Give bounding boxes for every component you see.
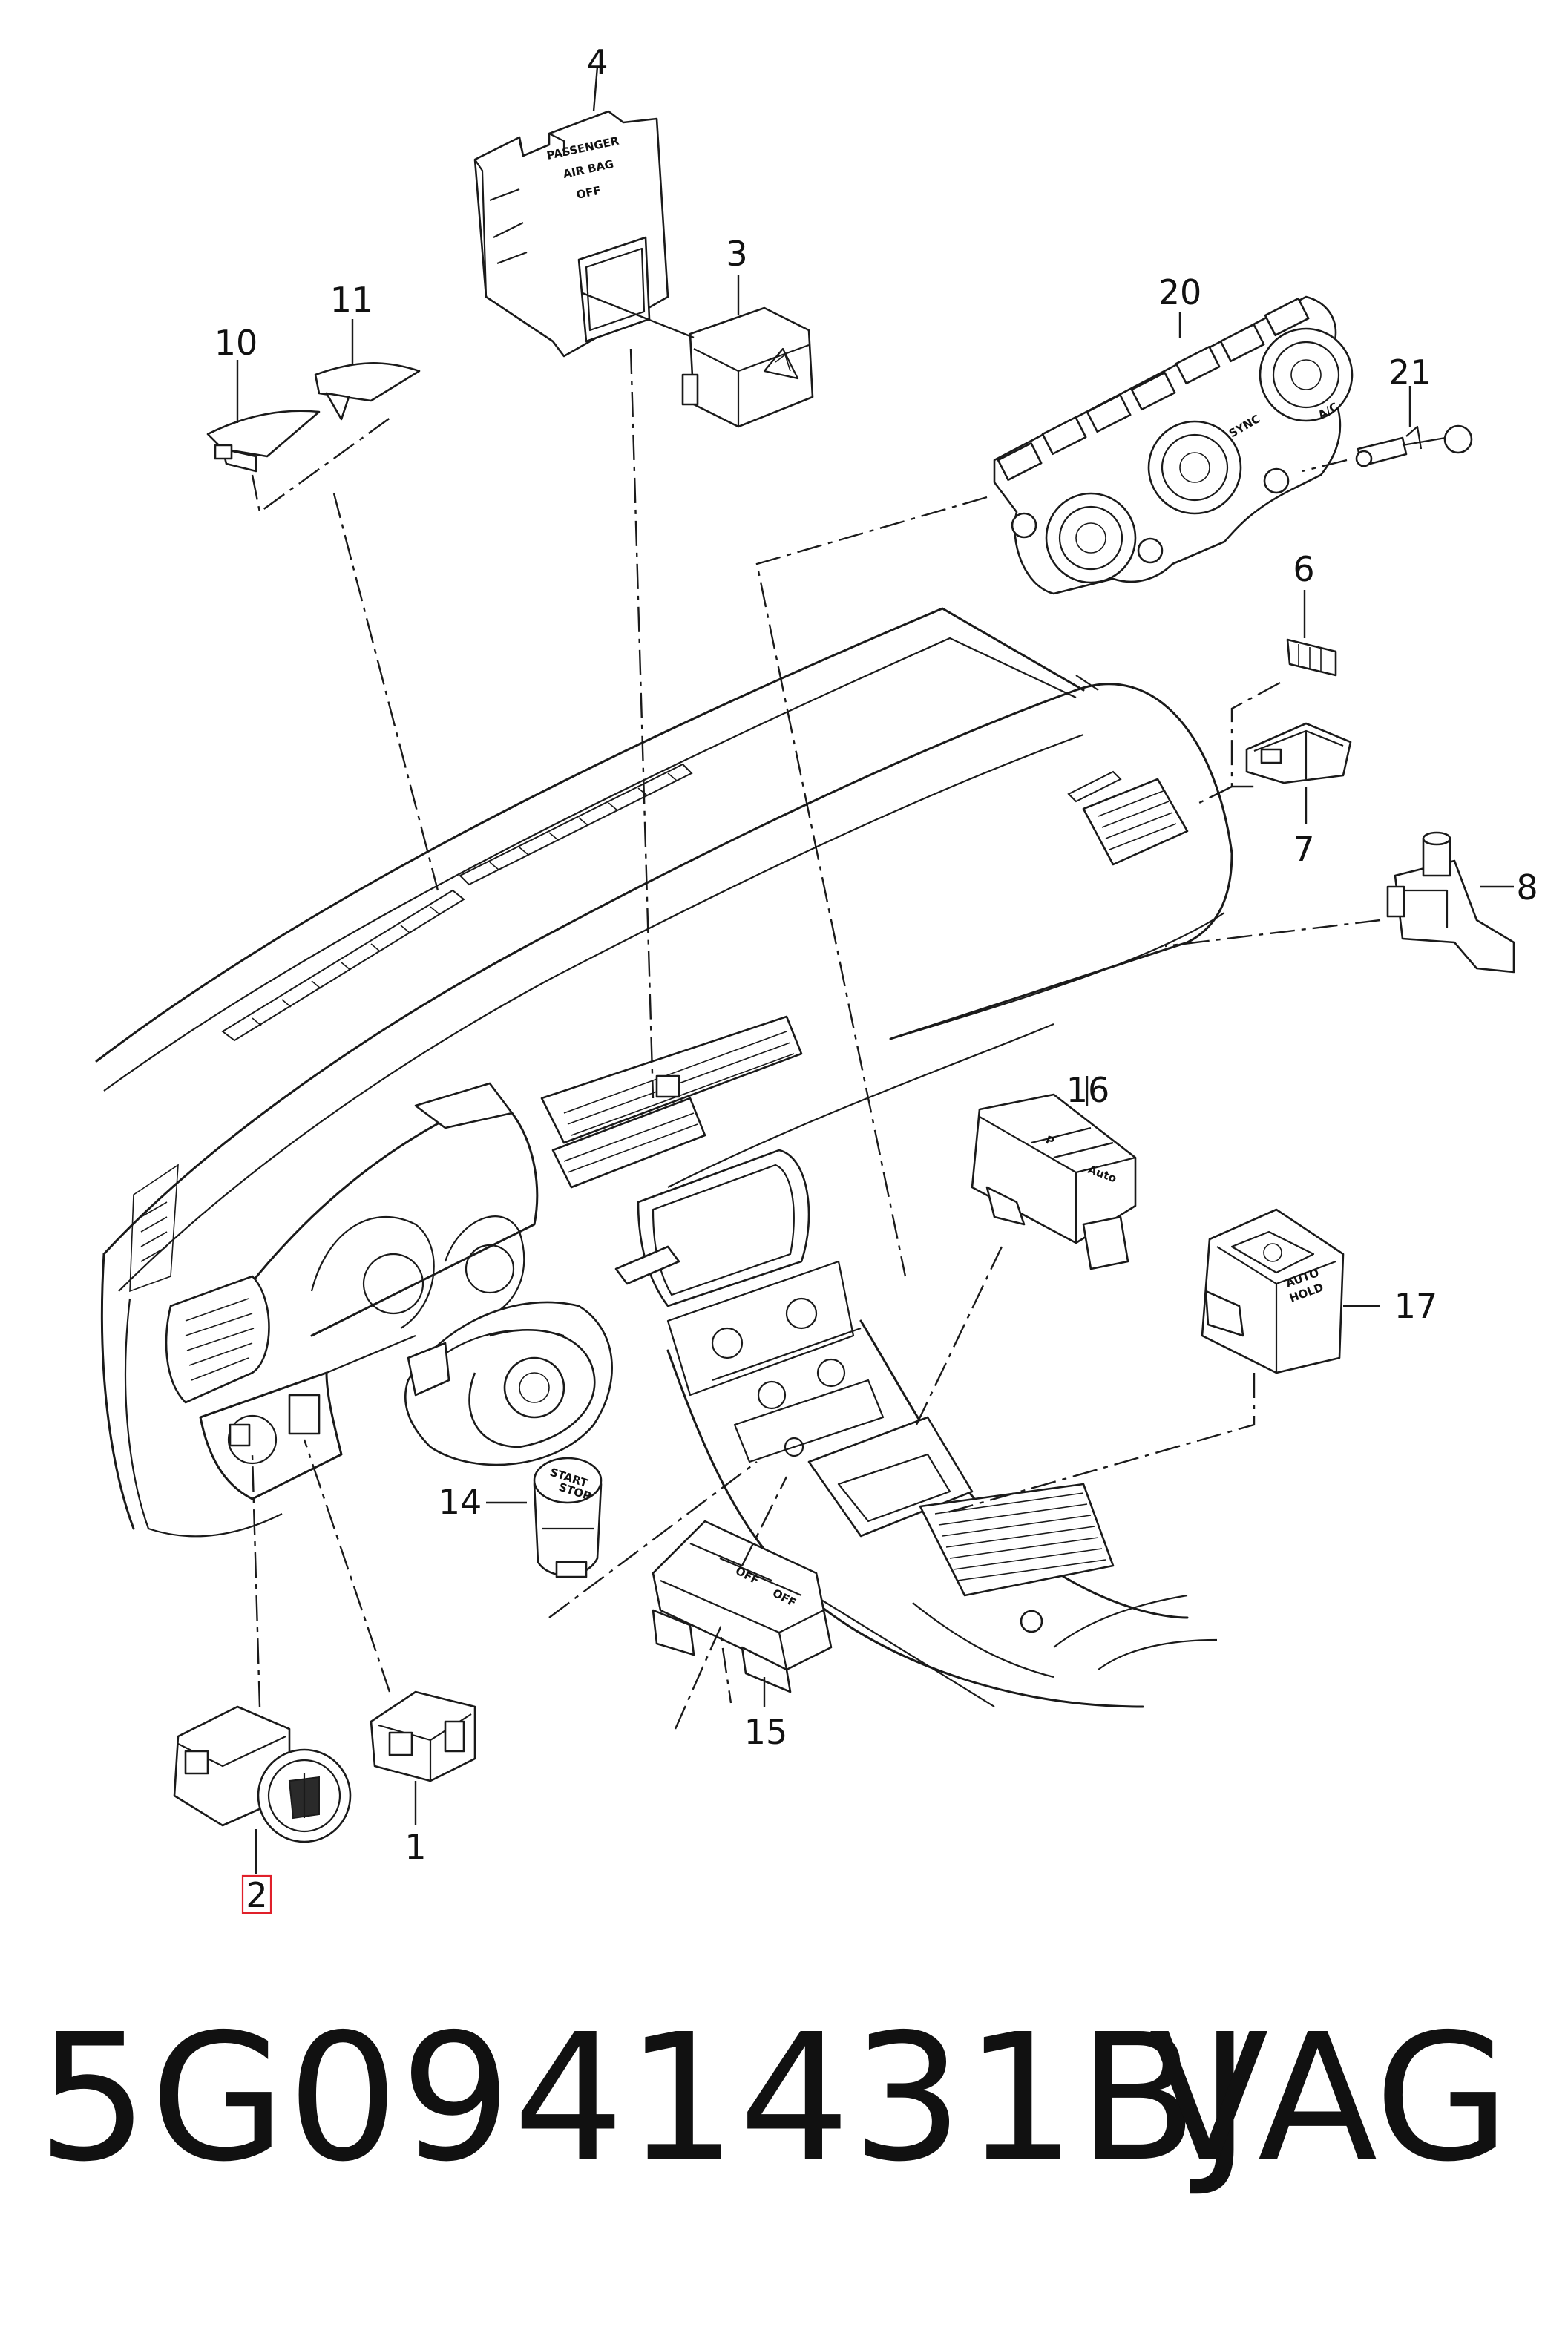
- part-10-trim-cap: [206, 410, 321, 473]
- brand-name: VAG: [1149, 1996, 1510, 2200]
- callout-16: 16: [1066, 1070, 1110, 1110]
- callout-2[interactable]: 2: [246, 1875, 267, 1915]
- callout-14: 14: [439, 1482, 482, 1522]
- part-7-switch: [1245, 722, 1352, 784]
- callout-3: 3: [726, 234, 747, 274]
- part-2-headlight-switch: [173, 1705, 352, 1843]
- callout-21: 21: [1388, 352, 1432, 393]
- callout-11: 11: [330, 280, 374, 320]
- part-11-trim-cap: [314, 362, 421, 421]
- selected-callout-highlight: [241, 1874, 272, 1914]
- part-17-auto-hold-switch: AUTO HOLD: [1201, 1208, 1345, 1374]
- part-14-start-stop-button: START STOP: [533, 1457, 603, 1578]
- callout-10: 10: [214, 323, 258, 363]
- callout-1: 1: [404, 1827, 426, 1867]
- part-1-switch: [370, 1690, 476, 1782]
- part-20-climate-control-panel: SYNC A/C: [993, 295, 1354, 595]
- callout-20: 20: [1158, 272, 1202, 312]
- callout-6: 6: [1293, 549, 1314, 589]
- callout-15: 15: [744, 1712, 788, 1752]
- dashboard-outline: [95, 607, 1233, 1708]
- callout-8: 8: [1516, 867, 1538, 908]
- leader-lines: [236, 66, 1514, 1874]
- part-8-sensor: [1386, 831, 1515, 974]
- part-4-airbag-off-plate: PASSENGER AIR BAG OFF: [473, 110, 669, 358]
- part-6-connector: [1286, 638, 1337, 677]
- callout-7: 7: [1293, 829, 1314, 869]
- callout-17: 17: [1394, 1286, 1438, 1326]
- part-3-hazard-switch: [681, 306, 814, 428]
- part-16-switch: P Auto: [971, 1093, 1137, 1270]
- callout-labels: 4 3 10 11 20 21 6 7 8 16 17 14 15 1 2: [214, 42, 1538, 1915]
- part-number: 5G0941431BJ: [37, 1996, 1253, 2200]
- callout-4: 4: [586, 42, 608, 82]
- part-15-console-switch-block: OFF OFF: [652, 1520, 833, 1693]
- part-21-bulb: [1355, 424, 1473, 467]
